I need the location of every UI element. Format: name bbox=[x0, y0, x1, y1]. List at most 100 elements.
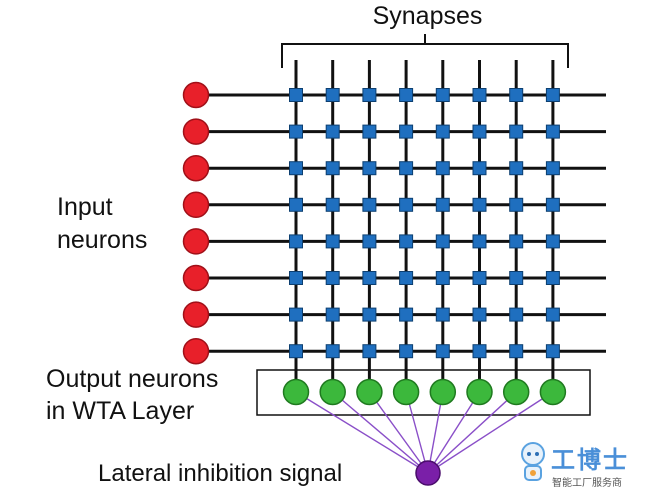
synapse-r3-c7 bbox=[509, 161, 524, 176]
input-neuron-6 bbox=[182, 264, 210, 292]
synapse-r3-c2 bbox=[325, 161, 340, 176]
inhibition-neuron bbox=[415, 460, 441, 486]
synapse-r8-c4 bbox=[399, 344, 414, 359]
synapse-r7-c6 bbox=[472, 307, 487, 322]
synapse-r7-c3 bbox=[362, 307, 377, 322]
synapse-r8-c7 bbox=[509, 344, 524, 359]
synapse-r7-c2 bbox=[325, 307, 340, 322]
synapse-r8-c2 bbox=[325, 344, 340, 359]
synapse-r5-c1 bbox=[289, 234, 303, 249]
inhibition-line-5 bbox=[427, 391, 444, 474]
synapse-r4-c3 bbox=[362, 197, 377, 212]
synapse-r2-c2 bbox=[325, 124, 340, 139]
synapse-r6-c1 bbox=[289, 271, 303, 285]
synapse-r6-c2 bbox=[325, 271, 340, 285]
inhibition-line-8 bbox=[427, 391, 554, 474]
synapse-r8-c1 bbox=[289, 344, 303, 359]
synapse-r3-c4 bbox=[399, 161, 414, 176]
inhibition-line-6 bbox=[427, 391, 481, 474]
synapse-r5-c5 bbox=[435, 234, 450, 249]
output-neuron-2 bbox=[319, 378, 346, 406]
synapse-r4-c8 bbox=[545, 197, 560, 212]
output-neuron-5 bbox=[429, 378, 457, 406]
watermark-brand: 工博士 bbox=[551, 446, 629, 474]
synapse-r6-c5 bbox=[435, 271, 450, 285]
output-neuron-6 bbox=[466, 378, 493, 406]
synapse-r1-c7 bbox=[509, 88, 524, 102]
output-neuron-1 bbox=[282, 378, 310, 406]
synapse-r5-c8 bbox=[545, 234, 560, 249]
synapses-label: Synapses bbox=[372, 2, 483, 30]
output-neurons-label-line1: Output neurons bbox=[46, 365, 219, 393]
synapse-r3-c8 bbox=[545, 161, 560, 176]
inhibition-line-4 bbox=[405, 391, 429, 474]
synapse-r4-c5 bbox=[435, 197, 450, 212]
input-neuron-8 bbox=[182, 337, 210, 365]
output-neuron-3 bbox=[356, 378, 383, 406]
output-neuron-4 bbox=[392, 378, 420, 406]
synapse-r2-c1 bbox=[289, 124, 303, 139]
output-neurons-label-line2: in WTA Layer bbox=[46, 397, 195, 425]
output-neuron-7 bbox=[502, 378, 530, 406]
input-neuron-5 bbox=[182, 228, 210, 255]
synapse-r4-c4 bbox=[399, 197, 414, 212]
synapse-r2-c8 bbox=[545, 124, 560, 139]
synapse-r2-c4 bbox=[399, 124, 414, 139]
synapse-r2-c7 bbox=[509, 124, 524, 139]
synapse-r4-c2 bbox=[325, 197, 340, 212]
input-neurons-label-line2: neurons bbox=[57, 226, 148, 254]
synapse-r3-c5 bbox=[435, 161, 450, 176]
inhibition-line-3 bbox=[368, 391, 429, 474]
synapse-r6-c3 bbox=[362, 271, 377, 285]
output-neuron-8 bbox=[539, 378, 567, 406]
synapse-r7-c8 bbox=[545, 307, 560, 322]
synapse-r7-c5 bbox=[435, 307, 450, 322]
synapse-r5-c4 bbox=[399, 234, 414, 249]
watermark-tagline: 智能工厂服务商 bbox=[552, 478, 622, 489]
synapse-r2-c3 bbox=[362, 124, 377, 139]
synapse-r4-c1 bbox=[289, 197, 303, 212]
synapse-r5-c3 bbox=[362, 234, 377, 249]
input-neuron-4 bbox=[182, 191, 210, 219]
input-neurons-label-line1: Input bbox=[57, 193, 113, 221]
synapse-r3-c6 bbox=[472, 161, 487, 176]
inhibition-line-1 bbox=[295, 391, 429, 474]
synapse-r1-c1 bbox=[289, 88, 303, 102]
synapse-r6-c6 bbox=[472, 271, 487, 285]
input-neuron-1 bbox=[182, 81, 210, 109]
synapse-r5-c6 bbox=[472, 234, 487, 249]
synapse-r1-c2 bbox=[325, 88, 340, 102]
inhibition-line-2 bbox=[332, 391, 429, 474]
synapse-r6-c4 bbox=[399, 271, 414, 285]
synapse-r7-c4 bbox=[399, 307, 414, 322]
synapse-r1-c5 bbox=[435, 88, 450, 102]
synapse-r2-c6 bbox=[472, 124, 487, 139]
synapse-r2-c5 bbox=[435, 124, 450, 139]
synapse-r5-c7 bbox=[509, 234, 524, 249]
input-neuron-7 bbox=[182, 301, 210, 328]
lateral-inhibition-label: Lateral inhibition signal bbox=[98, 460, 343, 487]
synapse-r8-c6 bbox=[472, 344, 487, 359]
wta-layer-box bbox=[256, 369, 591, 416]
synapse-r3-c3 bbox=[362, 161, 377, 176]
synapse-r7-c7 bbox=[509, 307, 524, 322]
synapse-r8-c5 bbox=[435, 344, 450, 359]
synapse-r6-c7 bbox=[509, 271, 524, 285]
synapse-r4-c6 bbox=[472, 197, 487, 212]
synapse-r8-c8 bbox=[545, 344, 560, 359]
inhibition-line-7 bbox=[427, 391, 517, 474]
robot-mascot-icon bbox=[521, 442, 545, 481]
synapses-bracket bbox=[281, 34, 569, 68]
synapse-r1-c6 bbox=[472, 88, 487, 102]
synapse-r1-c3 bbox=[362, 88, 377, 102]
synapse-r8-c3 bbox=[362, 344, 377, 359]
input-neuron-2 bbox=[182, 118, 210, 145]
synapse-r1-c4 bbox=[399, 88, 414, 102]
synapse-r4-c7 bbox=[509, 197, 524, 212]
synapse-r6-c8 bbox=[545, 271, 560, 285]
synapse-r5-c2 bbox=[325, 234, 340, 249]
synapse-r7-c1 bbox=[289, 307, 303, 322]
synapse-r1-c8 bbox=[545, 88, 560, 102]
synapse-r3-c1 bbox=[289, 161, 303, 176]
